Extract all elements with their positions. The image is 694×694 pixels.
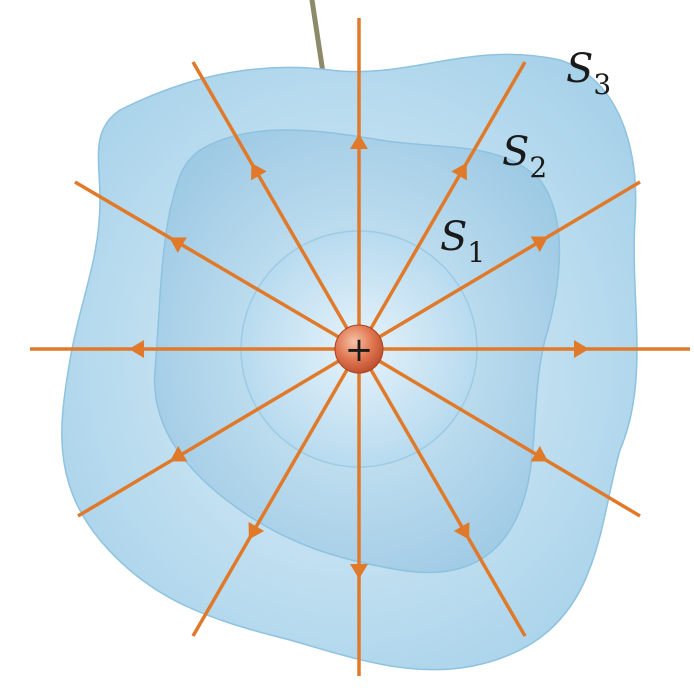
field-arrow-icon — [129, 340, 144, 358]
field-arrow-icon — [574, 340, 589, 358]
field-arrow-icon — [453, 521, 470, 540]
label-s2-subscript: 2 — [529, 151, 547, 184]
field-arrow-icon — [530, 445, 549, 462]
label-s1-letter: S — [440, 214, 467, 260]
field-arrow-icon — [169, 237, 187, 253]
field-line — [357, 348, 527, 637]
field-line — [77, 347, 360, 518]
svg-text:S2: S2 — [502, 129, 547, 184]
svg-text:S3: S3 — [566, 46, 611, 101]
label-s3-letter: S — [566, 46, 593, 92]
field-arrow-icon — [251, 162, 267, 181]
field-arrow-icon — [530, 236, 549, 253]
field-arrow-icon — [350, 564, 368, 579]
label-s3-subscript: 3 — [593, 68, 611, 101]
label-s1: S1 — [440, 214, 485, 269]
field-line — [357, 61, 527, 350]
field-lines — [30, 18, 690, 676]
field-line — [191, 61, 361, 350]
field-line — [358, 180, 641, 351]
svg-text:S1: S1 — [440, 214, 485, 269]
positive-charge-icon: + — [334, 324, 384, 374]
label-s2-letter: S — [502, 129, 529, 175]
field-arrow-icon — [248, 521, 265, 540]
field-line — [358, 347, 641, 518]
label-s2: S2 — [502, 129, 547, 184]
field-arrow-icon — [169, 445, 188, 462]
label-s1-subscript: 1 — [467, 236, 485, 269]
charge-sign: + — [345, 330, 374, 370]
label-s3: S3 — [566, 46, 611, 101]
field-line — [74, 180, 360, 351]
field-arrow-icon — [451, 162, 467, 181]
field-arrow-icon — [350, 134, 368, 149]
field-line — [191, 348, 361, 637]
